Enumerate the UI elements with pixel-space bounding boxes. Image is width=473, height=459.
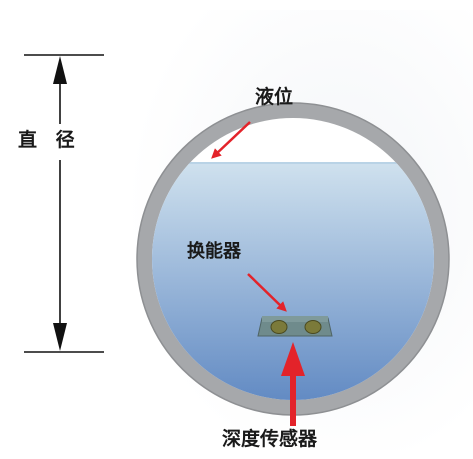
depth-arrow-shaft [290, 372, 296, 426]
diameter-dimension [24, 54, 104, 353]
sensor-eye-right [304, 320, 322, 334]
dimension-arrow-down-icon [53, 323, 67, 351]
depth-sensor-label: 深度传感器 [222, 428, 318, 450]
transducer-label: 换能器 [187, 241, 241, 262]
dimension-arrow-up-icon [53, 56, 67, 84]
depth-arrow-head [281, 342, 305, 376]
transducer-pointer-icon [247, 273, 287, 312]
diameter-label: 直 径 [18, 129, 81, 151]
liquid-level-label: 液位 [255, 86, 294, 108]
sensor-device [257, 316, 333, 337]
liquid-level-pointer-icon [211, 121, 251, 159]
depth-sensor-pointer-icon [281, 342, 305, 426]
sensor-top [262, 316, 328, 322]
sensor-eye-left [270, 320, 288, 334]
